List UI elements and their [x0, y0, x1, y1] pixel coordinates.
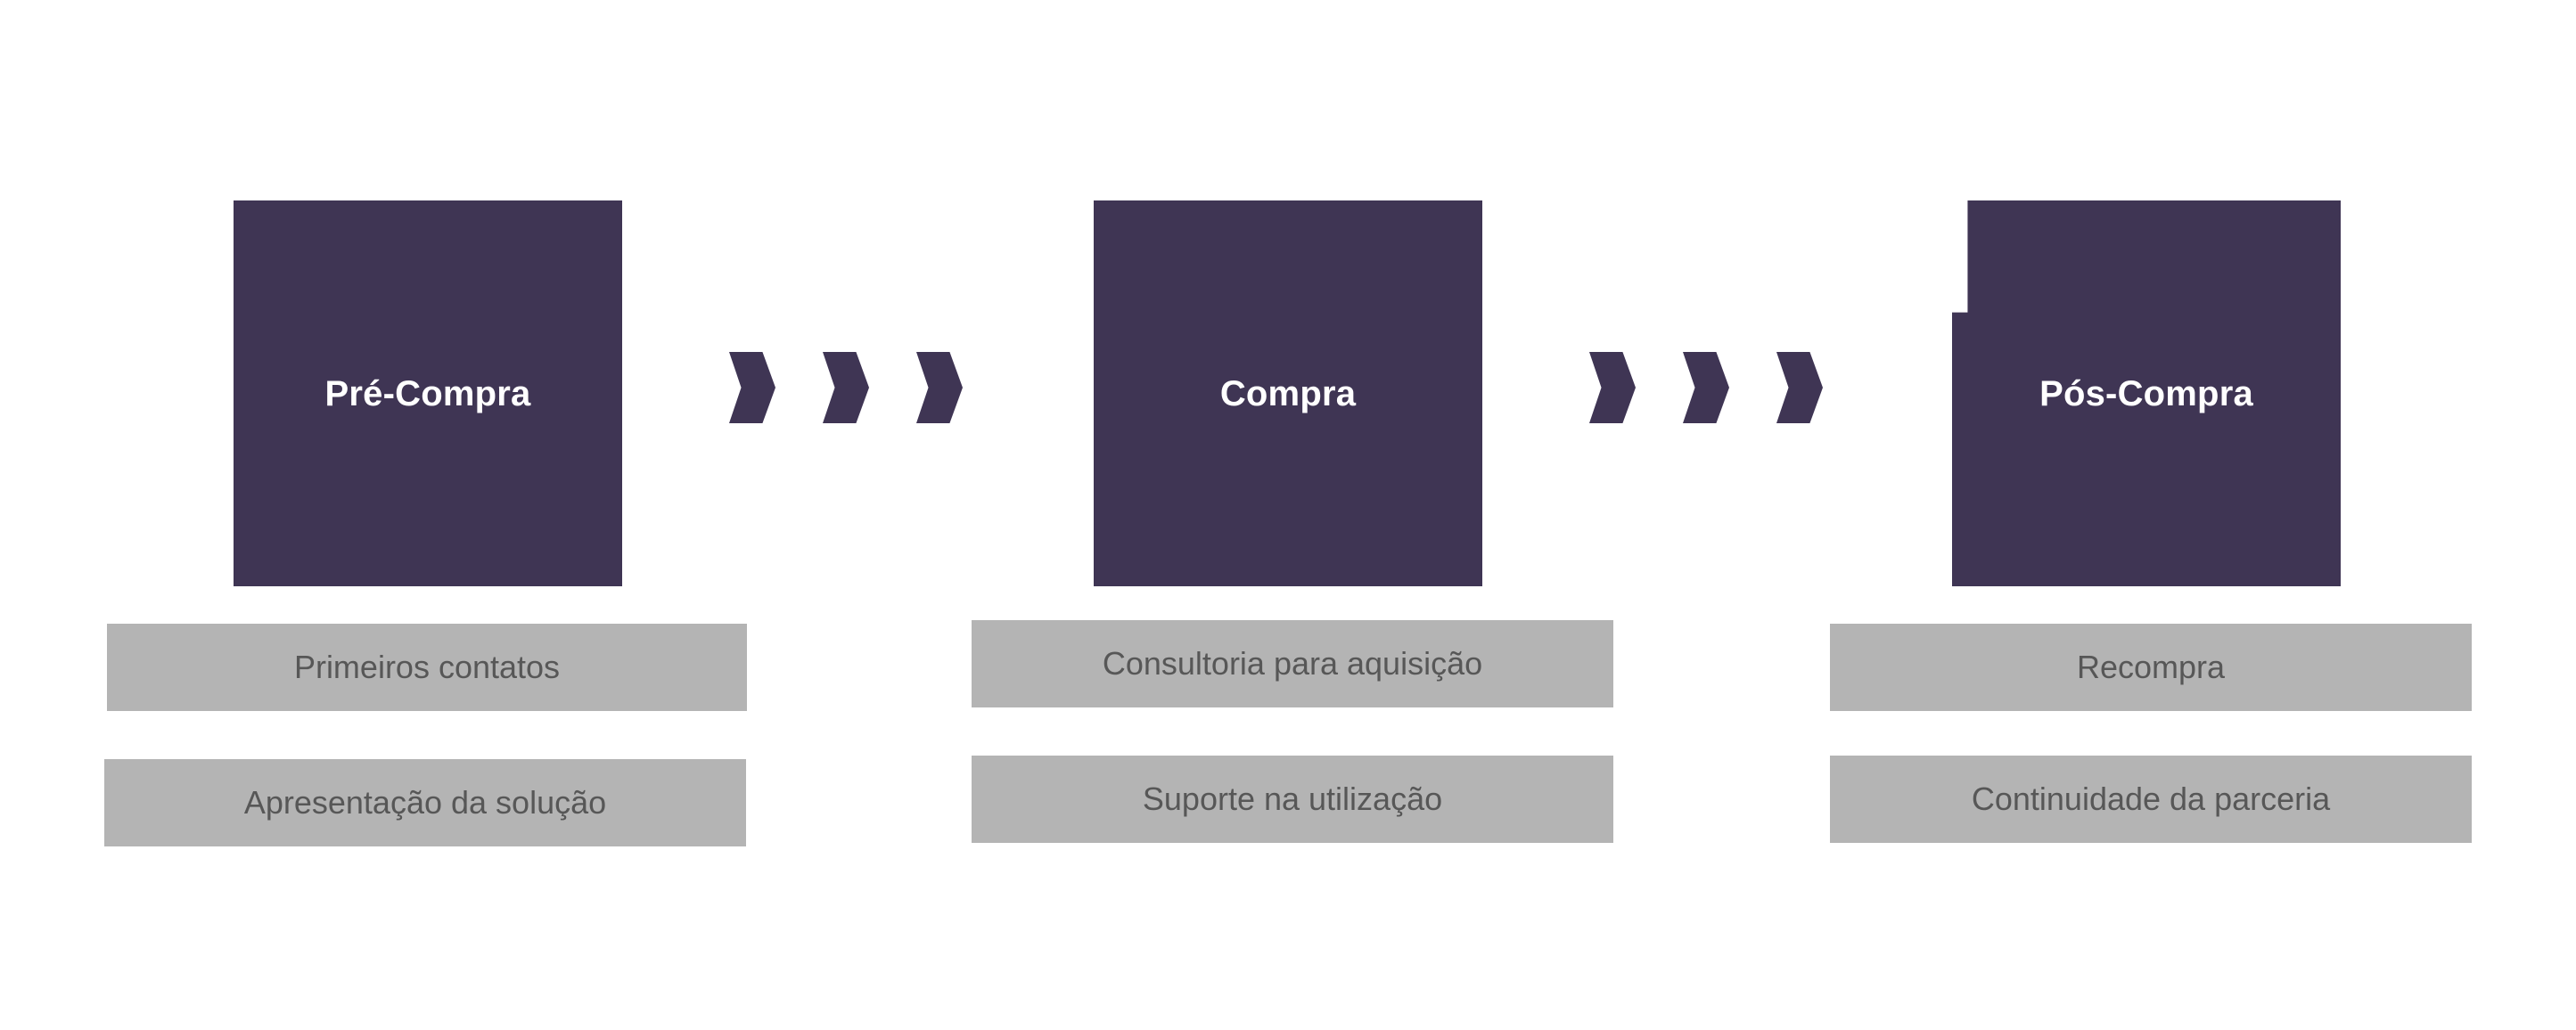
chevron-right-icon	[729, 352, 775, 423]
stage-box-pre-compra[interactable]: Pré-Compra	[234, 200, 622, 586]
caption-bar[interactable]: Primeiros contatos	[107, 624, 747, 711]
chevron-right-icon	[1776, 352, 1823, 423]
stage-box-compra[interactable]: Compra	[1094, 200, 1482, 586]
caption-bar[interactable]: Suporte na utilização	[972, 756, 1613, 843]
caption-bar[interactable]: Continuidade da parceria	[1830, 756, 2472, 843]
connector-group-2	[1589, 352, 1823, 423]
chevron-right-icon	[823, 352, 869, 423]
caption-bar[interactable]: Apresentação da solução	[104, 759, 746, 846]
caption-label: Recompra	[2076, 649, 2226, 685]
caption-bar[interactable]: Consultoria para aquisição	[972, 620, 1613, 707]
chevron-right-icon	[1683, 352, 1729, 423]
connector-group-1	[729, 352, 963, 423]
chevron-right-icon	[1589, 352, 1636, 423]
caption-label: Continuidade da parceria	[1971, 781, 2331, 817]
caption-label: Consultoria para aquisição	[1102, 645, 1483, 682]
stage-label: Compra	[1219, 373, 1357, 413]
stage-box-shape	[1952, 200, 2341, 586]
caption-label: Apresentação da solução	[243, 784, 607, 821]
chevron-right-icon	[916, 352, 963, 423]
caption-label: Primeiros contatos	[293, 649, 561, 685]
stage-label: Pré-Compra	[324, 373, 531, 413]
stage-label: Pós-Compra	[2039, 373, 2253, 413]
caption-label: Suporte na utilização	[1142, 781, 1443, 817]
caption-bar[interactable]: Recompra	[1830, 624, 2472, 711]
stage-box-pos-compra[interactable]: Pós-Compra	[1952, 200, 2341, 586]
